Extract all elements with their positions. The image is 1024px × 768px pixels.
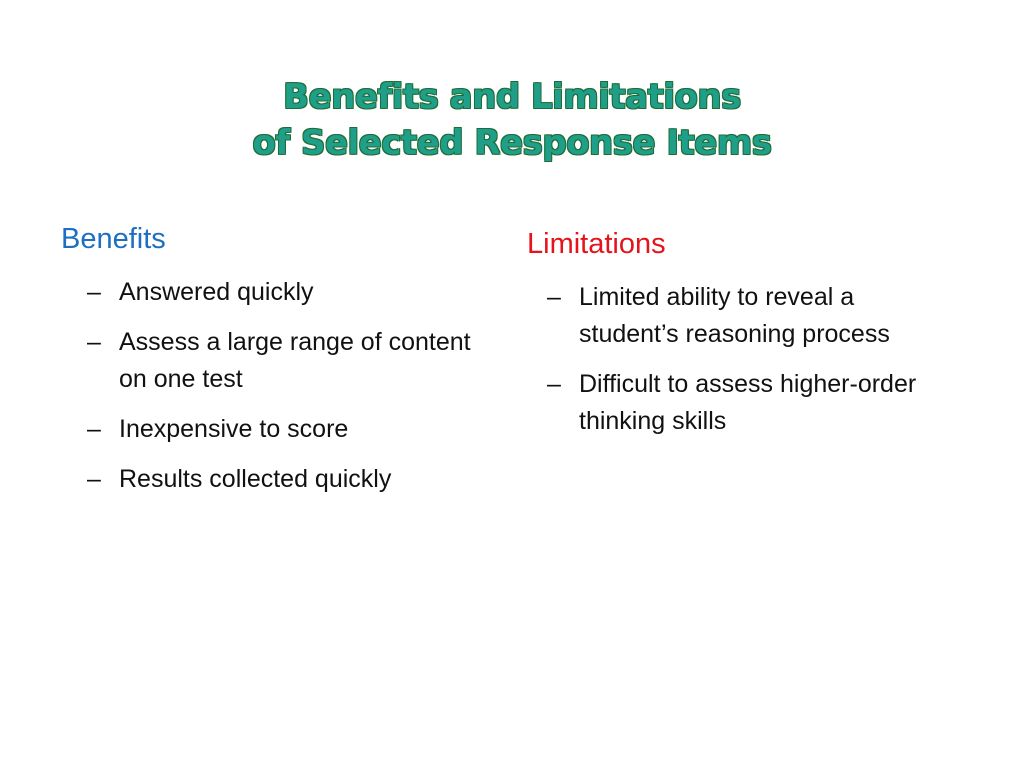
- title-line-2: of Selected Response Items: [252, 123, 772, 163]
- benefits-list: – Answered quickly – Assess a large rang…: [61, 274, 481, 498]
- limitations-item-text: Difficult to assess higher-order thinkin…: [579, 370, 917, 435]
- benefits-item-text: Answered quickly: [119, 278, 314, 306]
- benefits-column: Benefits – Answered quickly – Assess a l…: [61, 220, 481, 511]
- dash-bullet: –: [547, 370, 561, 398]
- dash-bullet: –: [87, 328, 101, 356]
- benefits-item-text: Results collected quickly: [119, 465, 392, 493]
- limitations-heading: Limitations: [527, 228, 666, 260]
- title-line-1: Benefits and Limitations: [283, 77, 741, 117]
- limitations-column: Limitations – Limited ability to reveal …: [527, 225, 957, 453]
- benefits-item-text: Assess a large range of content on one t…: [119, 328, 471, 393]
- benefits-list-item: – Assess a large range of content on one…: [61, 324, 481, 398]
- limitations-item-text: Limited ability to reveal a student’s re…: [579, 283, 890, 348]
- benefits-list-item: – Inexpensive to score: [61, 411, 481, 448]
- benefits-list-item: – Results collected quickly: [61, 461, 481, 498]
- dash-bullet: –: [547, 283, 561, 311]
- limitations-list: – Limited ability to reveal a student’s …: [527, 279, 957, 440]
- dash-bullet: –: [87, 278, 101, 306]
- dash-bullet: –: [87, 415, 101, 443]
- limitations-list-item: – Difficult to assess higher-order think…: [527, 366, 957, 440]
- limitations-list-item: – Limited ability to reveal a student’s …: [527, 279, 957, 353]
- slide-title: Benefits and Limitations of Selected Res…: [0, 74, 1024, 166]
- dash-bullet: –: [87, 465, 101, 493]
- benefits-heading: Benefits: [61, 223, 166, 255]
- benefits-item-text: Inexpensive to score: [119, 415, 349, 443]
- benefits-list-item: – Answered quickly: [61, 274, 481, 311]
